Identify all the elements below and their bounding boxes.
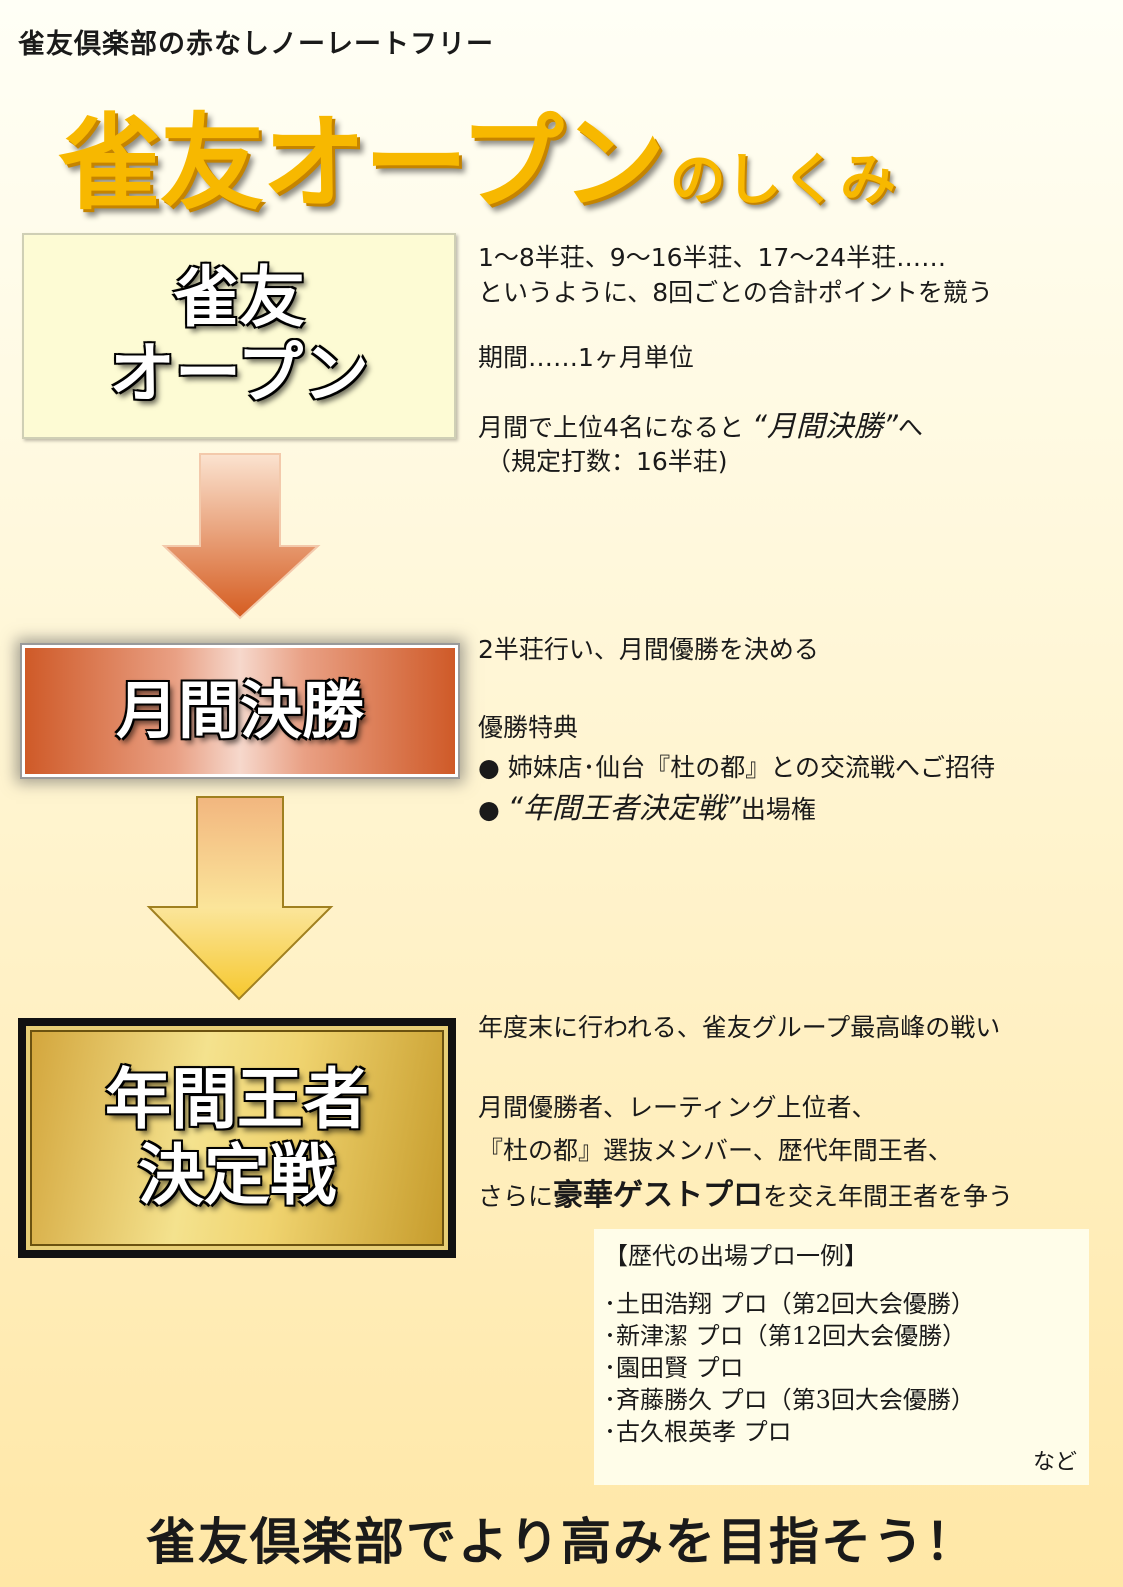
stage1-advance-quote: “月間決勝” xyxy=(751,409,898,443)
header-subtitle: 雀友倶楽部の赤なしノーレートフリー xyxy=(18,29,494,60)
past-participants-list: ･土田浩翔 プロ（第2回大会優勝） ･新津潔 プロ（第12回大会優勝） ･園田賢… xyxy=(604,1289,975,1449)
past-participants-etc: など xyxy=(1032,1449,1077,1475)
stage2-perk2-quote: “年間王者決定戦” xyxy=(507,791,741,825)
stage3-box-line1: 年間王者 xyxy=(105,1061,369,1139)
stage1-box: 雀友 オープン xyxy=(22,233,456,439)
stage3-guest-emphasis: 豪華ゲストプロ xyxy=(553,1178,764,1213)
down-arrow-icon xyxy=(146,796,334,1001)
list-item: ･古久根英孝 プロ xyxy=(604,1417,792,1446)
stage2-box-label: 月間決勝 xyxy=(115,674,364,748)
stage1-desc-line1: 1〜8半荘、9〜16半荘、17〜24半荘…… xyxy=(478,243,947,272)
stage3-desc-line1: 年度末に行われる、雀友グループ最高峰の戦い xyxy=(478,1013,1001,1042)
list-item: ･土田浩翔 プロ（第2回大会優勝） xyxy=(604,1290,975,1318)
stage2-perk2: ● “年間王者決定戦”出場権 xyxy=(478,788,816,829)
stage3-desc-line4-post: を交え年間王者を争う xyxy=(763,1182,1014,1211)
stage1-desc-line2: というように、8回ごとの合計ポイントを競う xyxy=(478,278,993,307)
stage1-advance-pre: 月間で上位4名になると xyxy=(478,413,752,442)
past-participants-box: 【歴代の出場プロ一例】 ･土田浩翔 プロ（第2回大会優勝） ･新津潔 プロ（第1… xyxy=(594,1229,1089,1485)
stage1-box-line2: オープン xyxy=(108,335,370,412)
footer-slogan: 雀友倶楽部でより高みを目指そう！ xyxy=(146,1513,977,1571)
stage2-perk2-post: 出場権 xyxy=(740,795,816,824)
stage2-box: 月間決勝 xyxy=(20,643,460,779)
stage3-desc-line2: 月間優勝者、レーティング上位者、 xyxy=(478,1093,877,1122)
title-main: 雀友オープン xyxy=(58,102,666,224)
stage2-perk-head: 優勝特典 xyxy=(478,713,579,742)
stage3-desc-line4-pre: さらに xyxy=(478,1182,554,1211)
stage1-description: 1〜8半荘、9〜16半荘、17〜24半荘…… というように、8回ごとの合計ポイン… xyxy=(478,240,993,310)
stage3-desc-line3: 『杜の都』選抜メンバー、歴代年間王者、 xyxy=(478,1136,953,1165)
stage3-box-line2: 決定戦 xyxy=(138,1137,336,1214)
stage2-perk2-bullet: ● xyxy=(478,795,508,824)
stage1-rule: （規定打数：16半荘) xyxy=(486,447,728,476)
list-item: ･園田賢 プロ xyxy=(604,1353,744,1382)
stage1-period: 期間……1ヶ月単位 xyxy=(478,343,694,372)
past-participants-heading: 【歴代の出場プロ一例】 xyxy=(604,1242,868,1270)
down-arrow-icon xyxy=(161,453,321,620)
stage3-desc-line4: さらに豪華ゲストプロを交え年間王者を争う xyxy=(478,1175,1013,1217)
stage2-desc: 2半荘行い、月間優勝を決める xyxy=(478,635,819,664)
stage2-perk1: ● 姉妹店･仙台『杜の都』との交流戦へご招待 xyxy=(478,753,996,782)
stage1-advance-post: へ xyxy=(897,413,923,442)
stage1-box-line1: 雀友 xyxy=(172,259,305,337)
stage3-box: 年間王者 決定戦 xyxy=(18,1018,456,1258)
title-suffix: のしくみ xyxy=(669,148,897,213)
page-title: 雀友オープンのしくみ xyxy=(58,78,896,229)
list-item: ･新津潔 プロ（第12回大会優勝） xyxy=(604,1321,967,1350)
list-item: ･斉藤勝久 プロ（第3回大会優勝） xyxy=(604,1385,975,1414)
stage1-advance: 月間で上位4名になると “月間決勝”へ xyxy=(478,406,923,447)
